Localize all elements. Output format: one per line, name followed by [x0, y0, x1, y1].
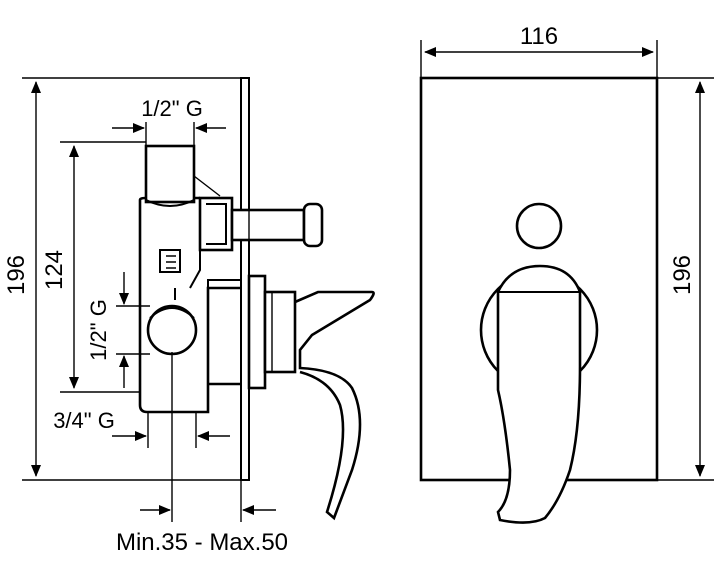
lever-handle-side — [294, 290, 375, 521]
diverter-button-front — [515, 202, 563, 250]
wall-depth-label: Min.35 - Max.50 — [116, 529, 288, 556]
connection-spacing-label: 124 — [41, 250, 68, 290]
bottom-inlet-label: 3/4" G — [53, 408, 115, 433]
lever-handle-front — [496, 264, 582, 524]
top-inlet-fitting — [144, 144, 221, 207]
side-outlet-fitting — [146, 304, 198, 356]
top-inlet-label: 1/2" G — [141, 96, 203, 121]
side-view: 196 124 1/2" G 1/2" G 3/4" G Min.35 - Ma… — [3, 77, 375, 556]
total-height-label: 196 — [3, 255, 30, 295]
front-view: 116 196 — [419, 23, 714, 524]
cartridge-housing — [207, 274, 297, 390]
diverter-button-side — [198, 196, 324, 252]
plate-width-label: 116 — [520, 23, 558, 50]
side-outlet-label: 1/2" G — [86, 299, 111, 361]
right-height-label: 196 — [669, 255, 696, 295]
